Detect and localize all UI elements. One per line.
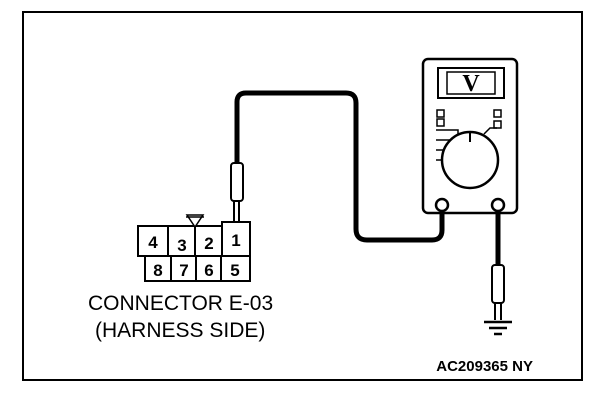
pin-label: 2 — [204, 234, 213, 253]
pin-label: 5 — [230, 261, 239, 280]
positive-test-lead — [234, 90, 445, 243]
pin-label: 1 — [231, 231, 240, 250]
meter-button — [436, 109, 445, 118]
connector-name: CONNECTOR E-03 — [88, 292, 273, 315]
reference-code: AC209365 NY — [436, 358, 533, 375]
meter-button — [436, 118, 445, 127]
pin-label: 8 — [153, 261, 162, 280]
pin-label: 6 — [204, 261, 213, 280]
meter-range-marks — [483, 127, 497, 135]
probe-handle — [491, 264, 505, 304]
meter-jack-positive — [434, 197, 450, 213]
meter-mode-letter: V — [462, 71, 480, 97]
pin-label: 4 — [148, 233, 158, 252]
diagram-frame — [22, 11, 583, 381]
meter-jack-negative — [490, 197, 506, 213]
connector-bottom-row — [144, 255, 251, 282]
positive-probe — [230, 162, 244, 222]
connector-side: (HARNESS SIDE) — [95, 319, 265, 342]
meter-display-window — [446, 71, 496, 95]
negative-probe — [491, 211, 505, 320]
connector-lock-tab-icon — [185, 214, 205, 229]
ground-symbol-icon — [484, 320, 512, 336]
meter-range-marks — [436, 129, 459, 161]
connector-e03: 4 3 2 1 8 7 6 5 — [137, 214, 251, 282]
meter-button — [493, 109, 502, 118]
meter-button — [493, 120, 502, 129]
pin-label: 7 — [179, 261, 188, 280]
multimeter: V — [421, 57, 519, 215]
probe-handle — [230, 162, 244, 202]
pin-label: 3 — [177, 236, 186, 255]
